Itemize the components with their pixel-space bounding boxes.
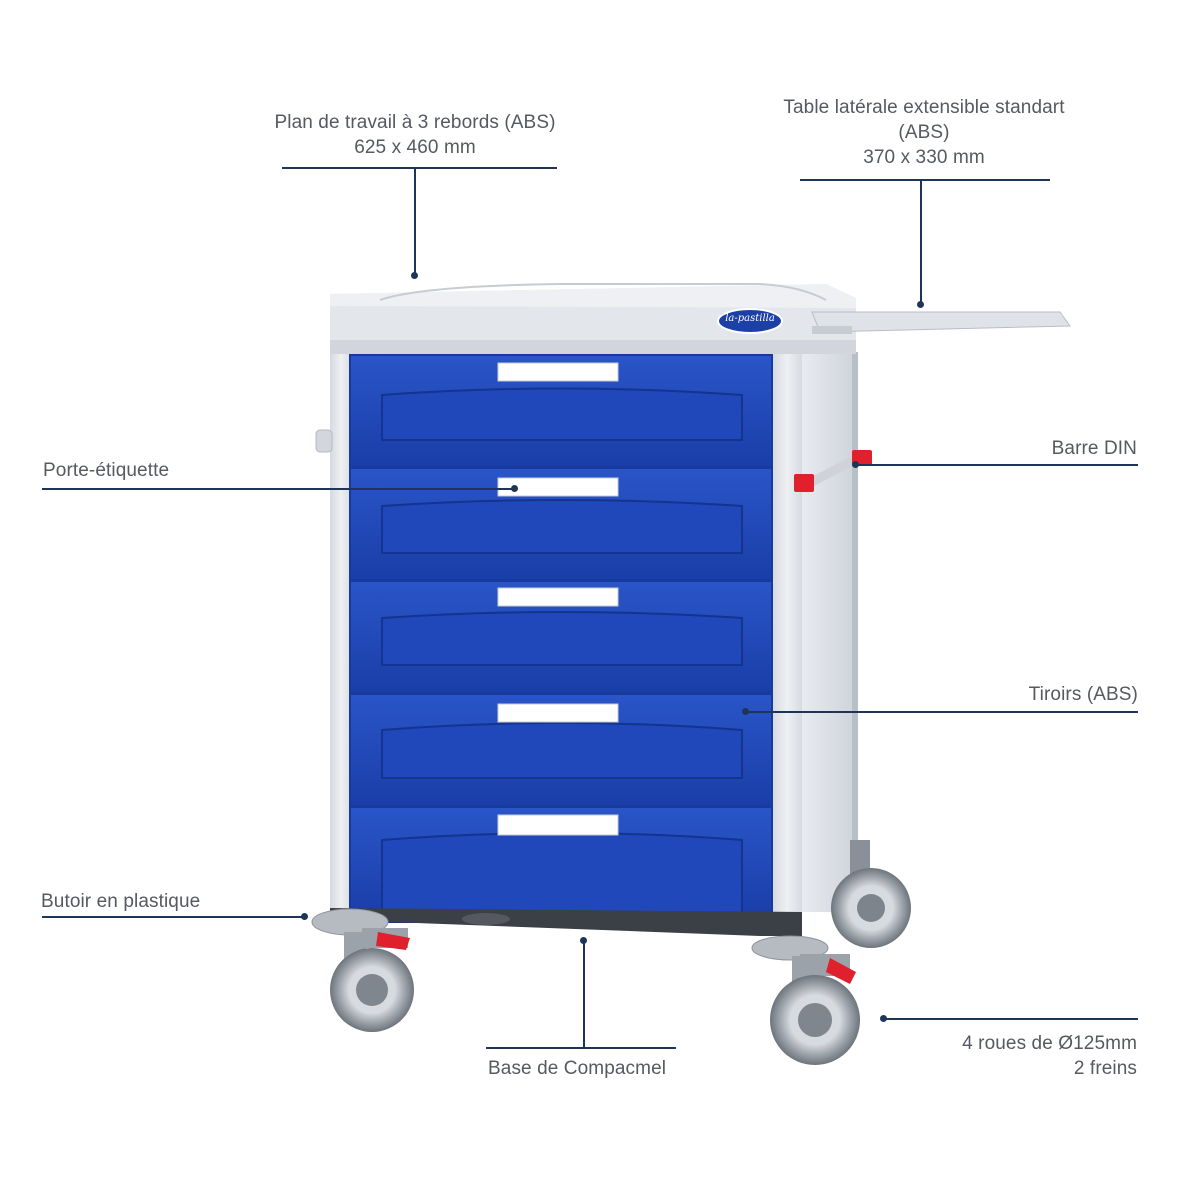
drawer-5 — [349, 806, 773, 923]
wheels-leader-dot — [880, 1015, 887, 1022]
front-left-wheel — [311, 908, 414, 1032]
wheels-leader — [884, 1018, 1138, 1020]
base-leader-v — [583, 942, 585, 1048]
worktop-label: Plan de travail à 3 rebords (ABS) — [274, 112, 556, 133]
wheels-label: 4 roues de Ø125mm — [962, 1033, 1137, 1054]
din-rail-label: Barre DIN — [1051, 438, 1137, 459]
side-table-illustration — [811, 311, 1071, 334]
callout-side-table: Table latérale extensible standart (ABS)… — [764, 95, 1084, 170]
brand-logo — [717, 308, 783, 334]
din-rail-leader-dot — [852, 461, 859, 468]
side-table-label: Table latérale extensible standart — [783, 97, 1065, 118]
base-leader-dot — [580, 937, 587, 944]
drawer-3 — [349, 580, 773, 694]
side-table-leader-h — [800, 179, 1050, 181]
worktop-dimensions: 625 x 460 mm — [354, 137, 476, 158]
base-illustration — [330, 908, 802, 936]
bumper-leader-dot — [301, 913, 308, 920]
worktop-leader-h — [282, 167, 557, 169]
bumper-label: Butoir en plastique — [41, 891, 201, 912]
worktop-leader-dot — [411, 272, 418, 279]
side-table-leader-dot — [917, 301, 924, 308]
callout-wheels: 4 roues de Ø125mm 2 freins — [880, 1031, 1137, 1081]
callout-worktop: Plan de travail à 3 rebords (ABS) 625 x … — [255, 110, 575, 160]
side-table-dimensions: 370 x 330 mm — [863, 147, 985, 168]
base-leader-h — [486, 1047, 676, 1049]
label-holder-label: Porte-étiquette — [43, 460, 170, 481]
cart-right-post — [772, 352, 802, 934]
rear-wheel — [831, 840, 911, 948]
drawer-2 — [349, 467, 773, 581]
drawers-label: Tiroirs (ABS) — [1028, 684, 1138, 705]
side-table-material: (ABS) — [898, 122, 950, 143]
drawer-4 — [349, 693, 773, 807]
brand-logo-text: la-pastilla — [725, 313, 775, 324]
wheels-brakes: 2 freins — [1073, 1058, 1137, 1079]
cart-left-post — [315, 352, 352, 912]
drawer-stack — [349, 354, 773, 923]
drawer-1 — [349, 354, 773, 468]
label-holder-leader — [42, 488, 514, 490]
drawers-leader — [746, 711, 1138, 713]
label-holder-leader-dot — [511, 485, 518, 492]
cart-side-panel — [800, 352, 858, 912]
din-rail-leader — [856, 464, 1138, 466]
bumper-leader — [42, 916, 304, 918]
worktop-leader-v — [414, 168, 416, 274]
drawers-leader-dot — [742, 708, 749, 715]
side-table-leader-v — [920, 180, 922, 304]
worktop-illustration — [330, 283, 856, 354]
din-rail-illustration — [794, 450, 872, 492]
front-right-wheel — [751, 935, 860, 1065]
base-label: Base de Compacmel — [488, 1058, 667, 1079]
